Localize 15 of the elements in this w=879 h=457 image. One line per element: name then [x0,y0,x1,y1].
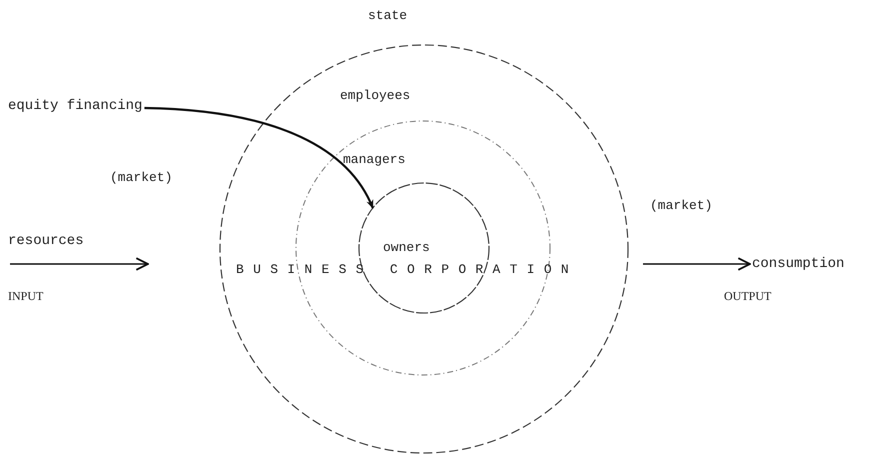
top-label: state [368,8,408,23]
arrow [10,257,149,271]
ring-label: employees [340,88,410,103]
output-label: consumption [752,256,844,272]
source-label: equity financing [8,98,142,114]
arrow [643,257,751,271]
market-label: (market) [110,170,172,185]
ring-label: managers [343,152,406,167]
ring-circle [219,44,629,454]
market-label: (market) [650,198,712,213]
io-label: OUTPUT [724,289,772,304]
arrow [144,106,374,209]
ring-label: owners [383,240,430,255]
input-label: resources [8,233,84,263]
io-label: INPUT [8,289,44,304]
